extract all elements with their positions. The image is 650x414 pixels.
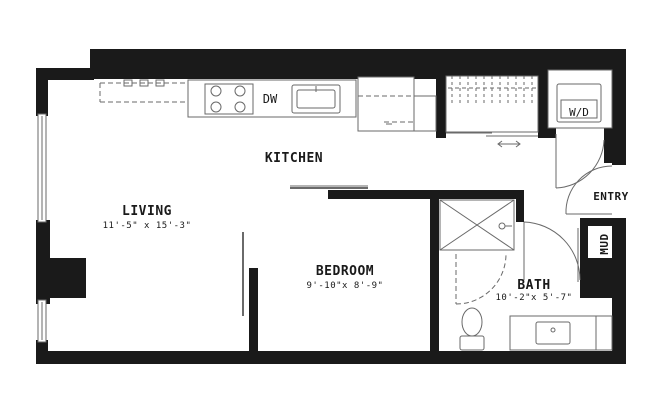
shower [439,199,515,251]
bedroom-dimensions: 9'-10"x 8'-9" [306,281,384,291]
wall-wd-right [604,128,614,163]
entry-label: ENTRY [593,190,629,203]
wall-mud-left [580,222,588,298]
wall-partition [249,268,258,351]
wall-bath-right-stub [516,190,524,222]
bath-vanity [509,315,613,351]
burner-2 [234,85,246,97]
wall-closet-mid [538,70,548,138]
burner-4 [234,101,246,113]
wall-bedroom-top [328,190,518,199]
living-label: LIVING [122,204,172,219]
dishwasher-label: DW [263,92,278,106]
living-dimensions: 11'-5" x 15'-3" [102,221,192,231]
doors [242,134,613,316]
bath-dimensions: 10'-2"x 5'-7" [495,293,573,303]
bath-sink [535,321,571,345]
wall-closet-left [436,70,446,138]
washer-dryer-closet [547,69,613,129]
refrigerator [357,76,415,132]
shower-head [498,222,506,230]
wall-right-upper [612,49,626,165]
wall-left-pier [36,258,86,298]
wall-left-mid [36,220,50,260]
burner-1 [210,85,222,97]
wall-top-main [90,49,626,79]
burner-3 [210,101,222,113]
wall-left-upper [36,68,48,116]
range [204,83,254,115]
wall-mud-top [580,218,626,226]
kitchen-counter [99,76,437,132]
kitchen-counter-run [187,79,357,118]
kitchen-label: KITCHEN [264,151,324,166]
closet-shelving [445,75,539,148]
wall-bottom [36,351,619,364]
bedroom-label: BEDROOM [315,264,375,279]
bath-label: BATH [517,278,551,293]
toilet [459,307,485,351]
kitchen-sink [291,84,341,114]
washer-dryer [556,83,602,123]
wall-bath-left [430,199,439,351]
mud-label: MUD [598,233,611,255]
washer-dryer-label: W/D [569,106,589,119]
windows [37,113,47,343]
wall-top-left [36,68,94,80]
wall-closet-stub [548,128,556,138]
